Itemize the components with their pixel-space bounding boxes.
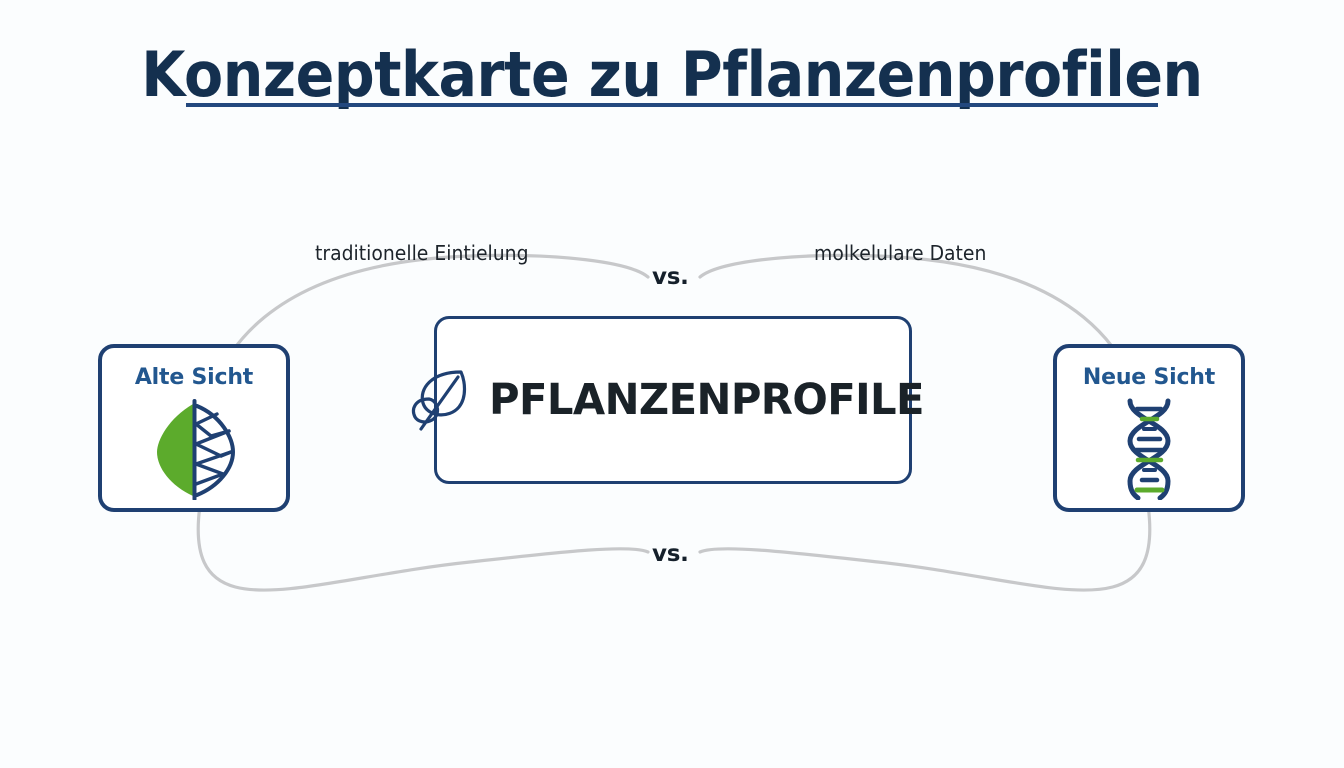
card-neue-sicht-title: Neue Sicht xyxy=(1082,365,1216,390)
vs-label-bottom: vs. xyxy=(652,541,689,567)
page-title: Konzeptkarte zu Pflanzenprofilen xyxy=(141,38,1203,111)
card-alte-sicht-title: Alte Sicht xyxy=(134,365,254,390)
card-alte-sicht[interactable]: Alte Sicht xyxy=(98,344,290,512)
dna-helix-icon xyxy=(1114,398,1184,500)
dna-rungs xyxy=(1133,406,1165,493)
caption-traditional-classification: traditionelle Eintielung xyxy=(315,241,529,265)
page-header: Konzeptkarte zu Pflanzenprofilen xyxy=(0,42,1344,107)
center-card-label: PFLANZENPROFILE xyxy=(488,375,925,425)
vs-label-top: vs. xyxy=(652,264,689,290)
split-leaf-icon xyxy=(149,398,239,500)
card-pflanzenprofile[interactable]: PFLANZENPROFILE xyxy=(411,316,924,484)
connector-arc-bottom-right xyxy=(698,503,1152,592)
leaf-outline-icon xyxy=(409,367,471,433)
title-underline-rule xyxy=(186,103,1158,107)
caption-molecular-data: molkelulare Daten xyxy=(814,241,987,265)
connector-arc-bottom-left xyxy=(196,503,650,592)
leaf-half-green xyxy=(157,404,193,496)
card-neue-sicht[interactable]: Neue Sicht xyxy=(1053,344,1245,512)
